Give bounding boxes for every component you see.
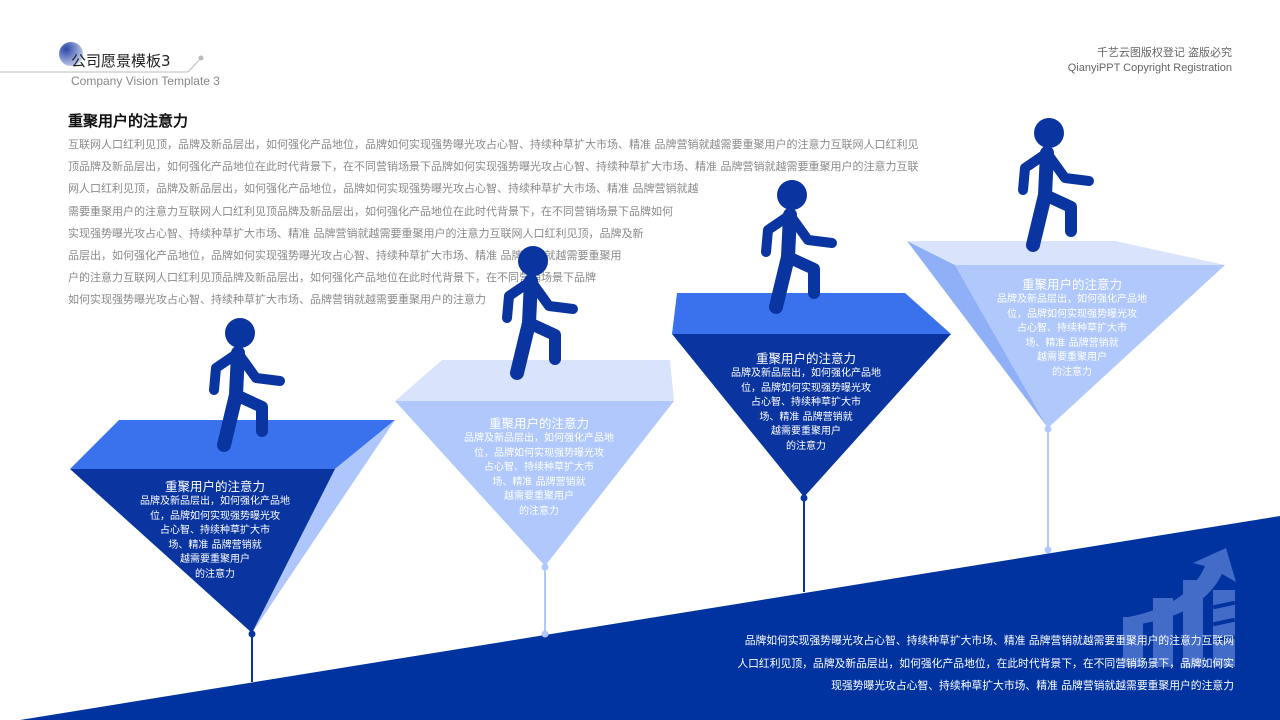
walking-person-icon	[1023, 118, 1089, 245]
step-1-text: 重聚用户的注意力 品牌及新品层出，如何强化产品地 位，品牌如何实现强势曝光攻 占…	[115, 479, 315, 582]
walking-person-icon	[766, 180, 832, 307]
body-paragraph: 互联网人口红利见顶，品牌及新品层出，如何强化产品地位，品牌如何实现强势曝光攻占心…	[68, 134, 998, 312]
step-title: 重聚用户的注意力	[755, 351, 856, 366]
paragraph-line: 户的注意力互联网人口红利见顶品牌及新品层出，如何强化产品地位在此时代背景下，在不…	[68, 271, 596, 285]
header-decoration	[0, 42, 204, 73]
step-4-pyramid	[907, 241, 1225, 554]
logo-circle-icon	[59, 42, 83, 66]
bottom-description: 品牌如何实现强势曝光攻占心智、持续种草扩大市场、精准 品牌营销就越需要重聚用户的…	[737, 634, 1234, 692]
step-3-pyramid	[672, 293, 951, 592]
step-title: 重聚用户的注意力	[1021, 277, 1122, 292]
copyright-en: QianyiPPT Copyright Registration	[1067, 62, 1232, 74]
paragraph-line: 顶品牌及新品层出，如何强化产品地位在此时代背景下，在不同营销场景下品牌如何实现强…	[68, 160, 919, 174]
step-title: 重聚用户的注意力	[164, 479, 265, 494]
section-heading: 重聚用户的注意力	[68, 112, 189, 130]
paragraph-line: 需要重聚用户的注意力互联网人口红利见顶品牌及新品层出，如何强化产品地位在此时代背…	[68, 204, 673, 218]
paragraph-line: 互联网人口红利见顶，品牌及新品层出，如何强化产品地位，品牌如何实现强势曝光攻占心…	[68, 138, 919, 151]
growth-chart-arrow-icon	[1123, 548, 1236, 667]
step-3-text: 重聚用户的注意力 品牌及新品层出，如何强化产品地 位，品牌如何实现强势曝光攻 占…	[706, 351, 906, 454]
copyright-notice: 千艺云图版权登记 盗版必究 QianyiPPT Copyright Regist…	[1068, 46, 1232, 76]
step-2-text: 重聚用户的注意力 品牌及新品层出，如何强化产品地 位，品牌如何实现强势曝光攻 占…	[439, 416, 639, 519]
step-1-pyramid	[70, 420, 395, 682]
slide-subtitle: Company Vision Template 3	[71, 74, 220, 88]
paragraph-line: 实现强势曝光攻占心智、持续种草扩大市场、精准 品牌营销就越需要重聚用户的注意力互…	[68, 226, 644, 240]
copyright-cn: 千艺云图版权登记 盗版必究	[1096, 47, 1232, 59]
walking-person-icon	[507, 246, 573, 373]
step-title: 重聚用户的注意力	[488, 416, 589, 431]
paragraph-line: 品层出，如何强化产品地位，品牌如何实现强势曝光攻占心智、持续种草扩大市场、精准 …	[68, 249, 622, 263]
paragraph-line: 网人口红利见顶，品牌及新品层出，如何强化产品地位，品牌如何实现强势曝光攻占心智、…	[68, 182, 699, 196]
slide-title: 公司愿景模板3	[71, 52, 171, 70]
step-2-pyramid	[395, 360, 674, 638]
paragraph-line: 如何实现强势曝光攻占心智、持续种草扩大市场、品牌营销就越需要重聚用户的注意力	[68, 293, 486, 307]
step-4-text: 重聚用户的注意力 品牌及新品层出，如何强化产品地 位，品牌如何实现强势曝光攻 占…	[972, 277, 1172, 380]
